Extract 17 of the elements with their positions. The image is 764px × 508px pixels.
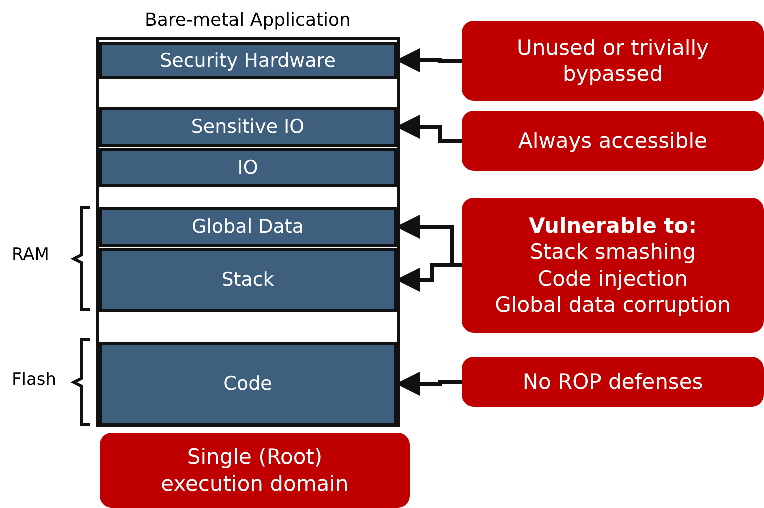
region-label: RAM	[12, 245, 50, 265]
callout-box: Unused or trivially bypassed	[462, 21, 764, 101]
memory-region: IO	[99, 148, 397, 187]
callout-box: Always accessible	[462, 111, 764, 171]
callout-item: Code injection	[538, 266, 688, 292]
callout-box: No ROP defenses	[462, 357, 764, 407]
memory-region: Global Data	[99, 207, 397, 247]
memory-region: Security Hardware	[99, 42, 397, 79]
callout-box: Single (Root) execution domain	[100, 433, 410, 508]
callout-item: Global data corruption	[495, 292, 731, 318]
region-label: Flash	[12, 370, 57, 390]
callout-heading: Vulnerable to:	[528, 213, 698, 240]
memory-region: Code	[99, 342, 397, 426]
memory-region: Sensitive IO	[99, 107, 397, 147]
frame-title: Bare-metal Application	[144, 10, 352, 31]
memory-region: Stack	[99, 248, 397, 312]
callout-item: Stack smashing	[530, 239, 696, 266]
